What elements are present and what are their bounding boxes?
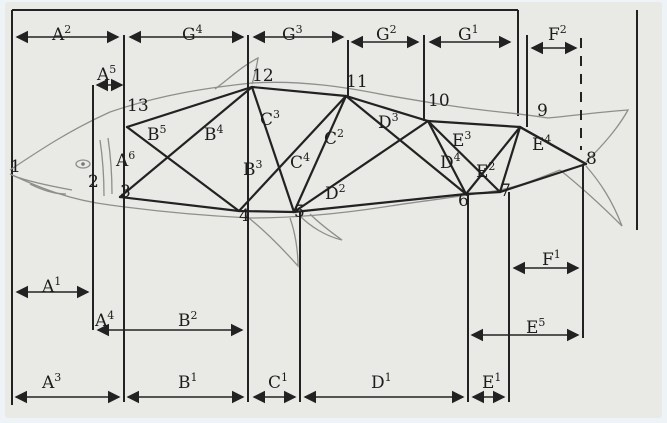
truss-label-d2: D2 [325,182,346,204]
truss-lower-chain [118,162,588,214]
shark-dorsal-fin [214,56,259,90]
measure-label-a4: A4 [94,309,114,331]
shark-gills [99,137,113,197]
landmark-label-1: 1 [10,157,21,177]
truss-edge-10-7 [426,119,502,194]
truss-label-b3: B3 [243,158,263,180]
measure-label-c1: C1 [268,371,288,393]
truss-label-a5: A5 [96,63,116,85]
shark-pectoral-fin [244,214,299,268]
shark-dorsal-contour [9,81,549,171]
measure-label-g2: G2 [376,23,397,45]
truss-edge-5-10 [292,119,430,214]
measure-label-d1: D1 [371,371,392,393]
shark-pupil [81,162,85,166]
truss-label-b4: B4 [204,123,224,145]
truss-edge-10-6 [426,119,468,196]
measure-label-g4: G4 [182,23,203,45]
shark-caudal-upper-lobe [547,109,630,163]
measure-label-a2: A2 [51,23,71,45]
truss-label-e3: E3 [452,129,471,151]
shark-mouth [13,175,73,195]
truss-network [118,85,588,214]
landmark-label-12: 12 [252,66,274,86]
landmark-label-3: 3 [120,182,131,202]
shark-outline [9,56,630,268]
truss-label-b5: B5 [147,123,167,145]
landmark-label-4: 4 [239,206,250,226]
measure-label-a1: A1 [41,275,61,297]
truss-label-c4: C4 [290,151,310,173]
landmark-label-5: 5 [294,202,305,222]
truss-edge-12-5 [250,85,296,214]
measure-label-a3: A3 [41,371,61,393]
measure-label-b1: B1 [178,371,198,393]
paper-background [5,2,662,418]
truss-edge-4-11 [237,94,348,213]
shark-eye-icon [75,159,91,169]
measurement-arrows [14,30,580,404]
landmark-label-6: 6 [458,191,469,211]
truss-label-c3: C3 [260,108,280,130]
measure-label-g3: G3 [282,23,303,45]
truss-edge-13-4 [125,125,241,213]
truss-label-d4: D4 [440,151,461,173]
landmark-label-2: 2 [88,172,99,192]
frame [11,9,638,405]
landmark-label-9: 9 [537,101,548,121]
shark-caudal-lower-lobe [559,165,623,227]
truss-edge-5-11 [292,94,348,214]
measure-label-e1: E1 [482,371,501,393]
truss-label-e4: E4 [532,133,551,155]
measure-label-f2: F2 [548,23,567,45]
truss-label-d3: D3 [378,111,399,133]
measure-label-e5: E5 [526,316,545,338]
truss-edge-9-8 [518,125,588,166]
truss-edge-3-12 [118,85,254,199]
landmark-label-13: 13 [127,96,149,116]
truss-edge-11-6 [344,94,468,196]
shark-pelvic-fin [299,213,343,241]
truss-edge-7-9 [498,125,522,194]
landmark-label-11: 11 [346,72,368,92]
truss-edge-6-9 [464,125,522,196]
measure-label-b2: B2 [178,309,198,331]
vertical-reference-lines [92,35,584,402]
truss-label-a6: A6 [115,149,135,171]
landmark-label-7: 7 [500,181,511,201]
measure-label-g1: G1 [458,23,479,45]
truss-label-c2: C2 [324,127,344,149]
landmark-label-8: 8 [586,149,597,169]
truss-label-e2: E2 [476,160,495,182]
measure-label-f1: F1 [542,248,561,270]
landmark-label-10: 10 [428,91,450,111]
